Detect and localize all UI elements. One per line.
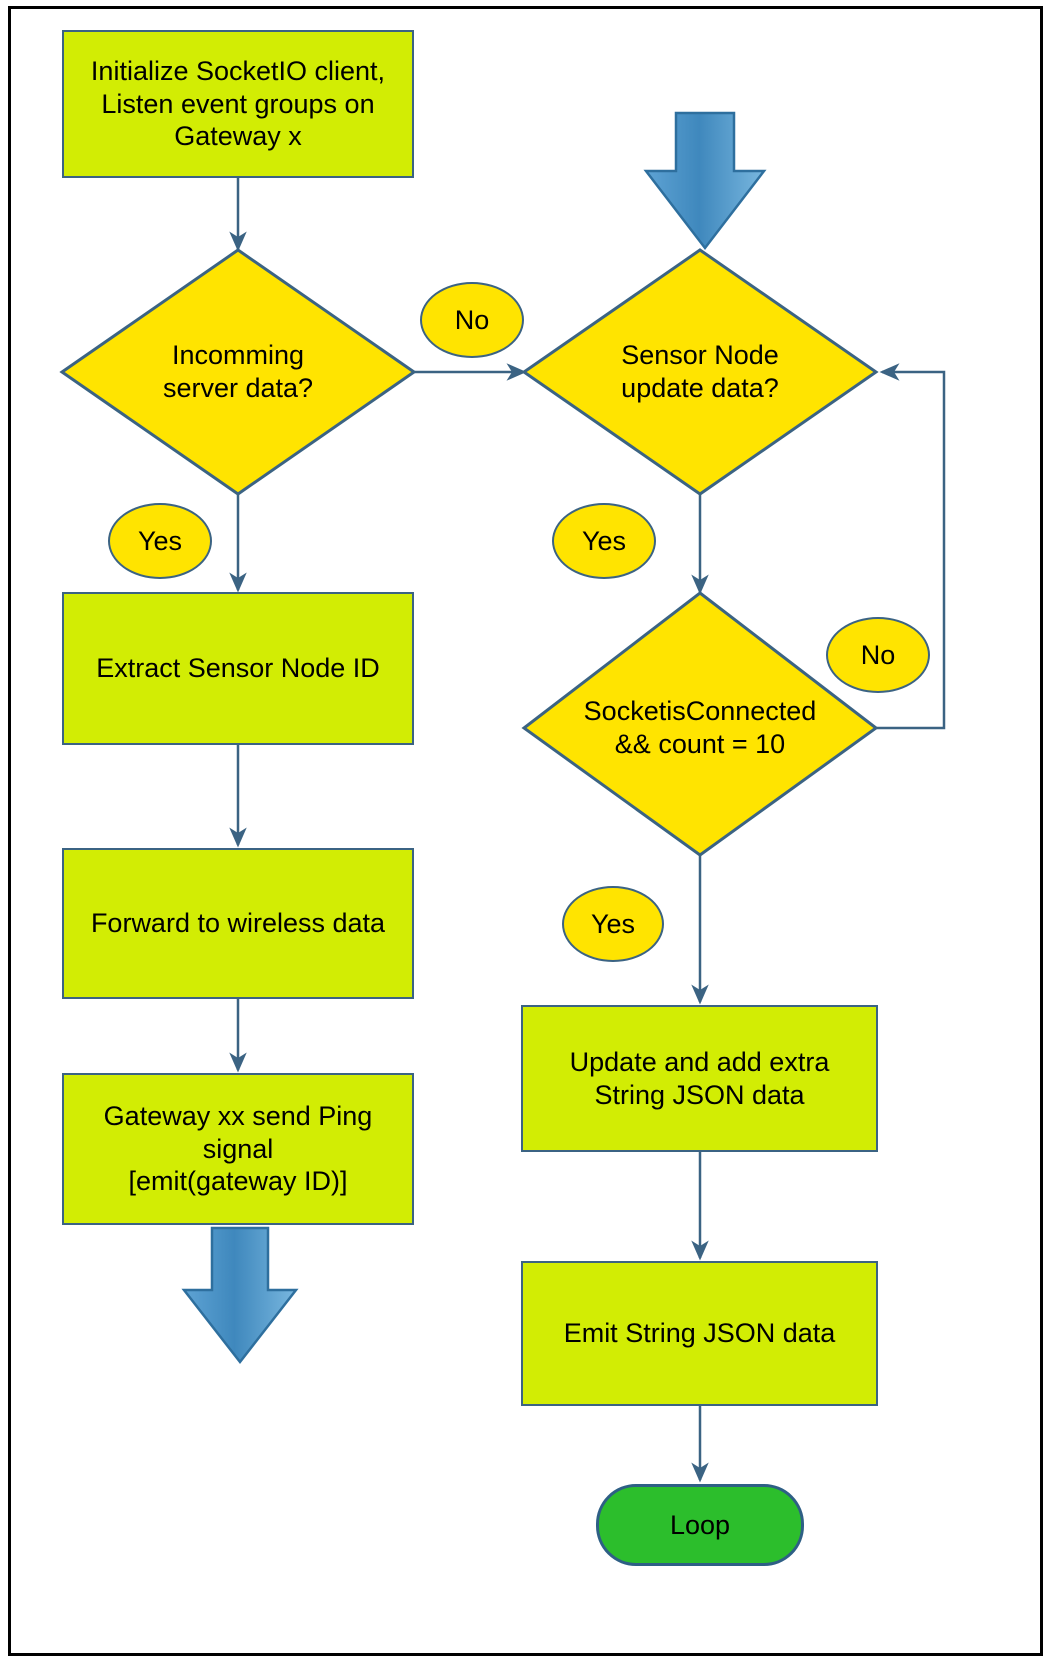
sensor-decision-shape <box>521 248 879 496</box>
node-emit-string-json[interactable]: Emit String JSON data <box>521 1261 878 1406</box>
entry-block-arrow-icon <box>643 111 767 251</box>
node-emit-string-json-text: Emit String JSON data <box>563 1318 836 1349</box>
node-extract-sensor-node-id-text: Extract Sensor Node ID <box>96 653 380 684</box>
node-forward-to-wireless-data-text: Forward to wireless data <box>90 908 386 939</box>
edge-label-socket-no: No <box>826 617 930 693</box>
node-initialize-socketio[interactable]: Initialize SocketIO client, Listen event… <box>62 30 414 178</box>
node-loop-terminator[interactable]: Loop <box>596 1484 804 1566</box>
edge-label-incoming-yes: Yes <box>108 503 212 579</box>
node-gateway-send-ping[interactable]: Gateway xx send Ping signal [emit(gatewa… <box>62 1073 414 1225</box>
incoming-decision-shape <box>59 248 417 496</box>
node-initialize-socketio-text: Initialize SocketIO client, Listen event… <box>90 55 386 152</box>
node-update-add-extra-json-text: Update and add extra String JSON data <box>569 1046 830 1110</box>
edge-label-incoming-no: No <box>420 282 524 358</box>
edge-label-socket-yes: Yes <box>562 886 664 962</box>
node-extract-sensor-node-id[interactable]: Extract Sensor Node ID <box>62 592 414 745</box>
socket-decision-shape <box>521 591 879 857</box>
edge-socket-no-loopback <box>876 363 946 730</box>
exit-block-arrow-icon <box>181 1226 299 1365</box>
edge-label-sensor-yes: Yes <box>552 503 656 579</box>
node-update-add-extra-json[interactable]: Update and add extra String JSON data <box>521 1005 878 1152</box>
node-loop-terminator-text: Loop <box>669 1509 731 1540</box>
node-gateway-send-ping-text: Gateway xx send Ping signal [emit(gatewa… <box>103 1100 373 1197</box>
node-forward-to-wireless-data[interactable]: Forward to wireless data <box>62 848 414 999</box>
